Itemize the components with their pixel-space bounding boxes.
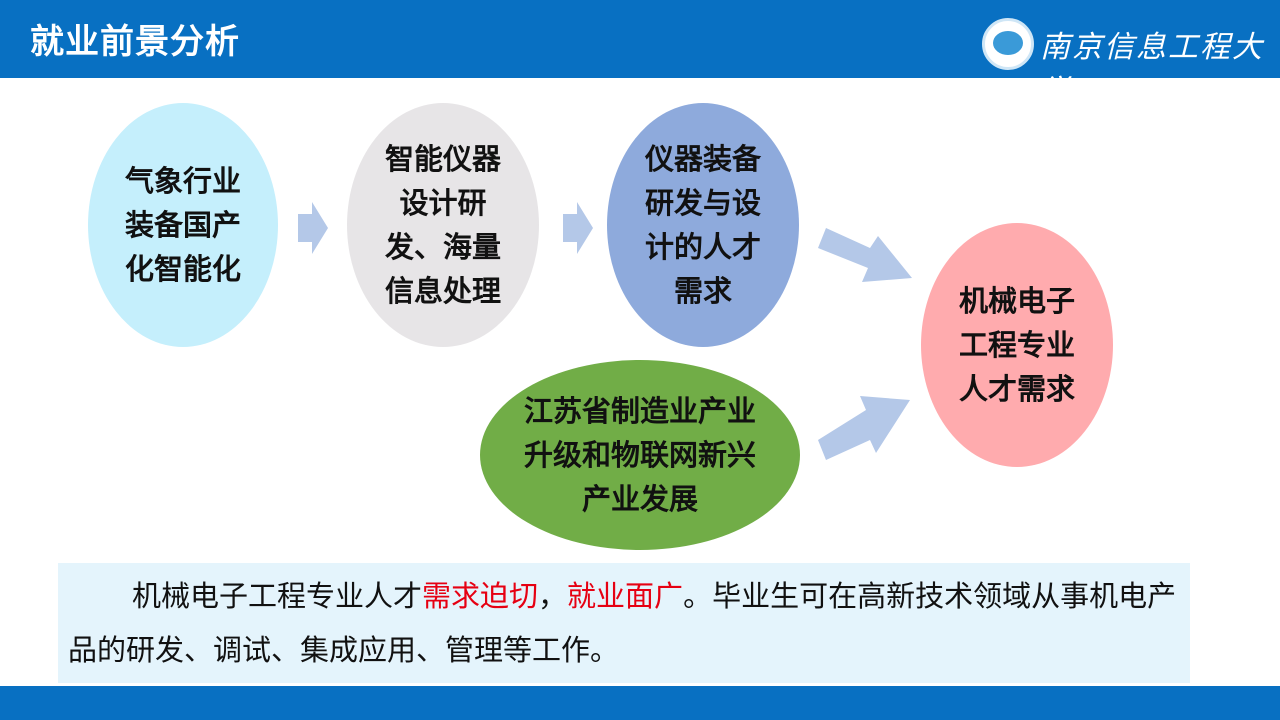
- header-bar: 就业前景分析 南京信息工程大学: [0, 0, 1280, 109]
- node-smart-instruments: 智能仪器设计研发、海量信息处理: [347, 103, 539, 347]
- slide-title: 就业前景分析: [30, 22, 240, 62]
- arrow-2: [563, 202, 593, 254]
- arrow-1: [298, 202, 328, 254]
- highlight-employment: 就业面广: [567, 579, 684, 613]
- node-mechatronics-demand: 机械电子工程专业人才需求: [921, 223, 1113, 467]
- arrow-3: [818, 228, 912, 282]
- node-localization: 气象行业装备国产化智能化: [88, 103, 278, 347]
- highlight-demand: 需求迫切: [422, 579, 539, 613]
- footer-bar: [0, 686, 1280, 720]
- university-emblem-icon: [982, 18, 1034, 70]
- summary-text: 机械电子工程专业人才需求迫切，就业面广。毕业生可在高新技术领域从事机电产品的研发…: [58, 563, 1190, 683]
- university-logo-text: 南京信息工程大学: [1040, 30, 1264, 109]
- arrow-4: [818, 396, 910, 460]
- node-jiangsu-industry: 江苏省制造业产业升级和物联网新兴产业发展: [480, 360, 800, 550]
- node-talent-demand: 仪器装备研发与设计的人才需求: [607, 103, 799, 347]
